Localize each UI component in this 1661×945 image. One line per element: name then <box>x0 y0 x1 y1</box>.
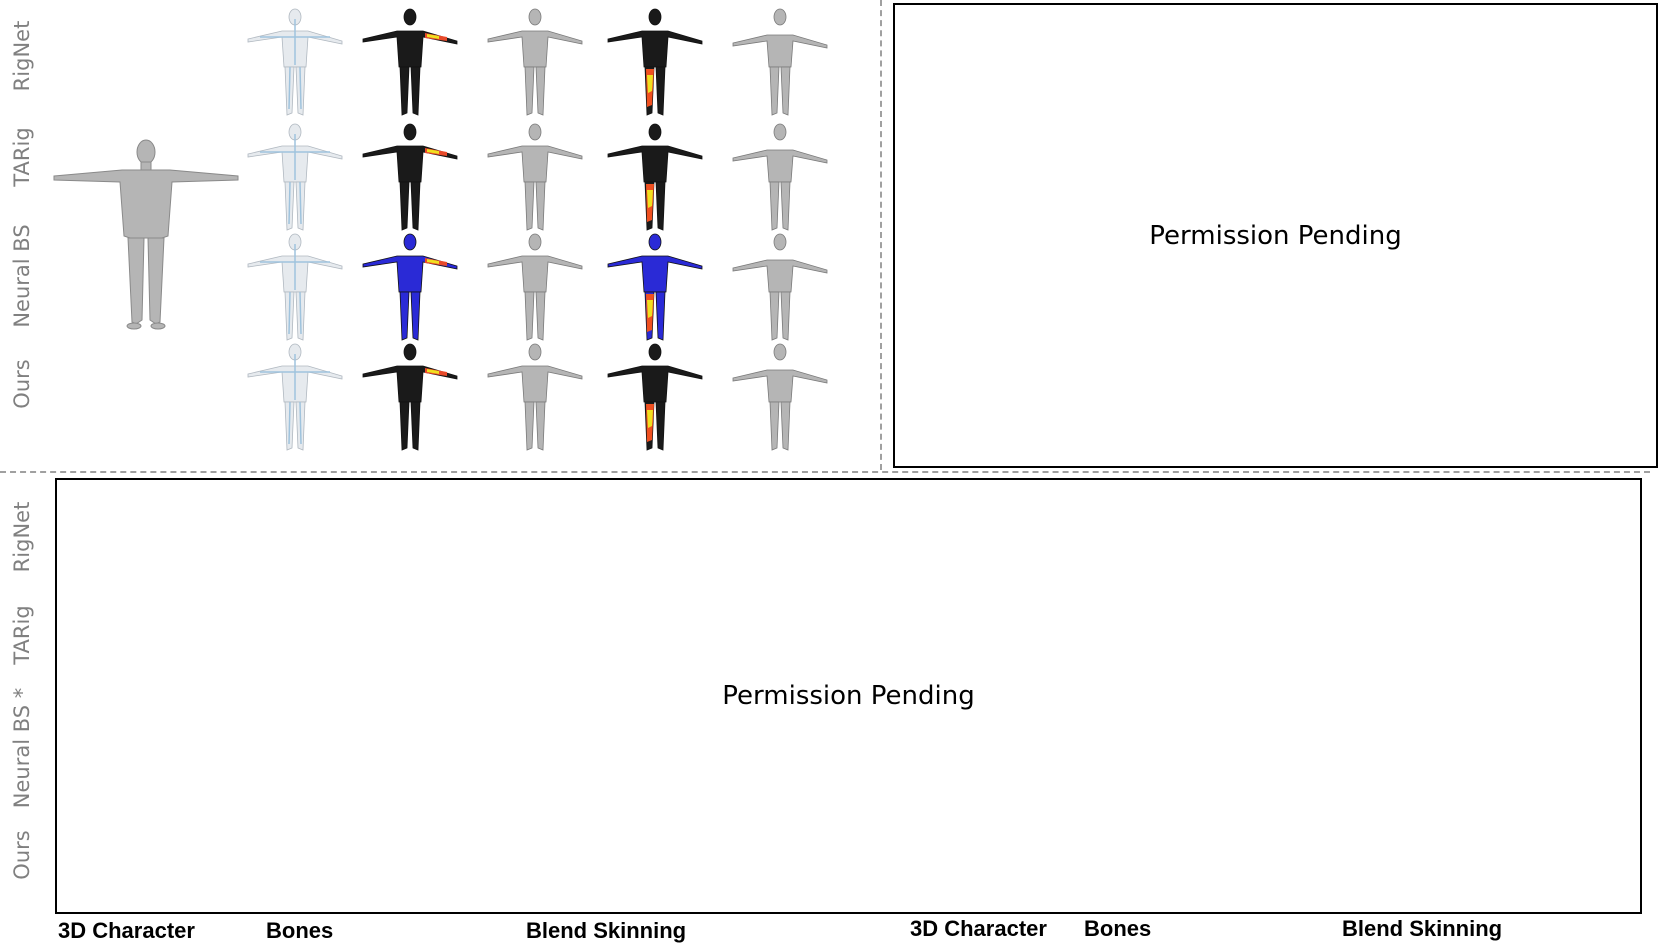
vertical-dashed-divider <box>880 0 882 470</box>
top-row-label-rignet: RigNet <box>10 20 34 92</box>
bottom-row-label-tarig: TARig <box>10 605 34 665</box>
tarig-skinning-leg-image <box>600 120 710 238</box>
ours-bones-image <box>240 340 350 458</box>
right-column-label-3d-character: 3D Character <box>910 916 1047 941</box>
right-column-label-blend-skinning: Blend Skinning <box>1342 916 1503 941</box>
rignet-posed-image <box>725 5 835 123</box>
left-column-label-bones: Bones <box>266 918 334 943</box>
bottom-row-label-ours: Ours <box>10 830 34 880</box>
neural-bs-bones-image <box>240 230 350 348</box>
rignet-bones-image <box>240 5 350 123</box>
neural-bs-posed-image <box>725 230 835 348</box>
left-column-label-blend-skinning: Blend Skinning <box>526 918 687 943</box>
bottom-permission-pending-text: Permission Pending <box>722 681 975 711</box>
top-row-label-ours: Ours <box>10 359 34 409</box>
ours-skinning-leg-image <box>600 340 710 458</box>
neural-bs-skinning-leg-image <box>600 230 710 348</box>
ours-skinning-arm-image <box>355 340 465 458</box>
ours-deformed-image <box>480 340 590 458</box>
rignet-skinning-leg-image <box>600 5 710 123</box>
neural-bs-skinning-arm-image <box>355 230 465 348</box>
tarig-bones-image <box>240 120 350 238</box>
horizontal-dashed-divider <box>0 471 1650 473</box>
top-row-label-neural-bs: Neural BS <box>10 224 34 328</box>
neural-bs-deformed-image <box>480 230 590 348</box>
top-row-label-tarig: TARig <box>10 127 34 187</box>
bottom-row-label-neural-bs-star: Neural BS * <box>10 687 34 809</box>
top-right-permission-pending-box: Permission Pending <box>893 3 1658 468</box>
main-3d-character-image <box>52 138 240 344</box>
bottom-permission-pending-box: Permission Pending <box>55 478 1642 914</box>
left-column-label-3d-character: 3D Character <box>58 918 195 943</box>
rignet-skinning-arm-image <box>355 5 465 123</box>
ours-posed-image <box>725 340 835 458</box>
top-permission-pending-text: Permission Pending <box>1149 220 1402 251</box>
tarig-skinning-arm-image <box>355 120 465 238</box>
rignet-deformed-image <box>480 5 590 123</box>
tarig-posed-image <box>725 120 835 238</box>
tarig-deformed-image <box>480 120 590 238</box>
bottom-row-label-rignet: RigNet <box>10 501 34 573</box>
right-column-label-bones: Bones <box>1084 916 1152 941</box>
